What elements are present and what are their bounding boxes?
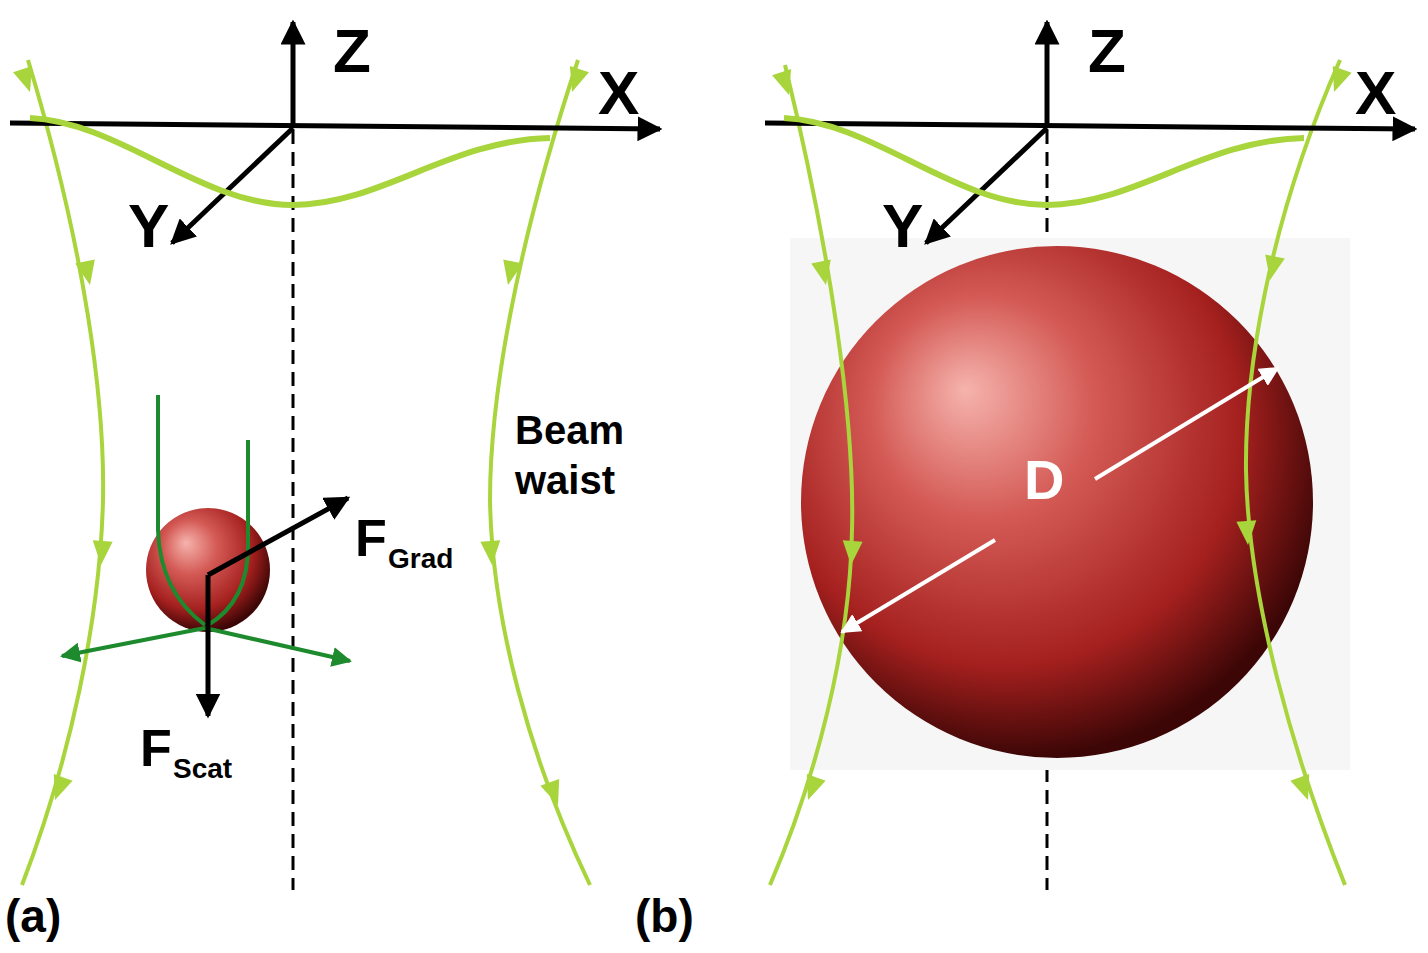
diameter-arrow — [1095, 368, 1278, 479]
force-subscript: Scat — [173, 755, 232, 783]
y-axis — [926, 128, 1047, 243]
panel-b — [765, 22, 1415, 890]
z-axis — [1045, 22, 1050, 128]
force-label: F — [355, 512, 387, 564]
panel-a — [10, 22, 660, 890]
light-ray — [1246, 60, 1345, 885]
beam-waist-label: Beam waist — [515, 405, 665, 505]
axis-label: X — [598, 62, 639, 124]
momentum-arrow — [62, 628, 205, 656]
panel-label: (b) — [635, 893, 694, 939]
gradient-force-arrow — [208, 498, 348, 575]
ray-arrowheads — [13, 66, 589, 808]
diameter-arrow — [842, 540, 995, 632]
axis-label: X — [1355, 62, 1396, 124]
refracted-ray — [158, 395, 205, 625]
axis-label: Y — [882, 195, 923, 257]
momentum-arrow — [205, 628, 350, 661]
large-bead — [801, 246, 1313, 758]
scattering-force-arrow — [206, 575, 211, 716]
y-axis — [172, 128, 293, 243]
axis-label: Z — [333, 20, 371, 82]
axis-label: Y — [128, 195, 169, 257]
light-ray — [770, 65, 852, 885]
force-subscript: Grad — [388, 545, 453, 573]
intensity-profile — [30, 118, 550, 205]
axis-label: Z — [1088, 20, 1126, 82]
force-label: F — [140, 722, 172, 774]
x-axis — [10, 123, 660, 129]
light-ray — [22, 60, 103, 885]
beam-axis — [292, 130, 295, 890]
refracted-ray — [208, 440, 248, 625]
ray-arrowheads — [772, 66, 1352, 803]
intensity-profile — [784, 118, 1304, 205]
diameter-label: D — [1024, 452, 1064, 508]
z-axis — [291, 22, 296, 128]
x-axis — [765, 123, 1415, 129]
image-ground — [790, 238, 1350, 770]
panel-label: (a) — [5, 893, 61, 939]
